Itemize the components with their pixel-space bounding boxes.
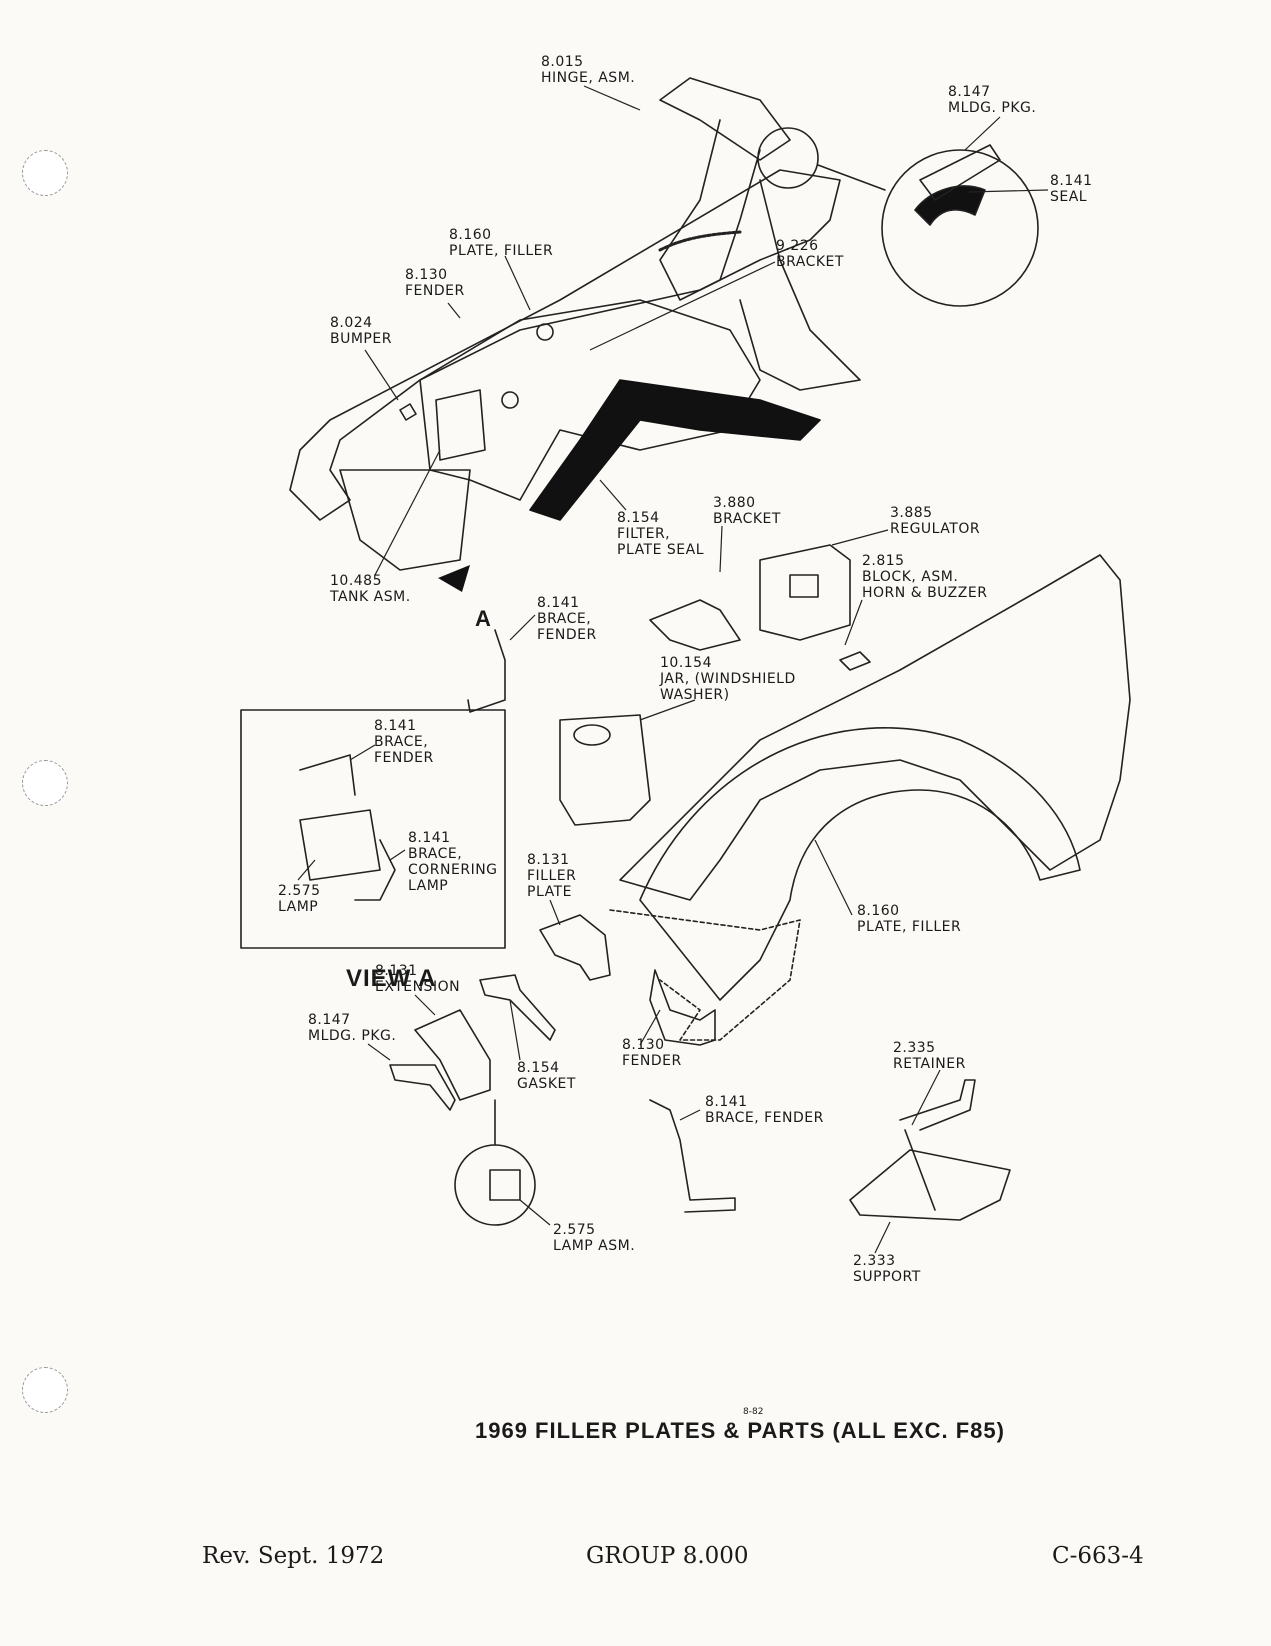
binder-hole-middle — [22, 760, 68, 806]
retainer-part — [899, 1079, 976, 1131]
view-a-lamp — [299, 809, 381, 881]
bracket-mid-part — [649, 599, 741, 651]
filler-plate-small — [539, 914, 611, 981]
page-number: 8-82 — [743, 1407, 764, 1417]
right-fender-wheelhouse — [639, 727, 1081, 1001]
footer-page-code: C-663-4 — [1052, 1543, 1144, 1569]
tank-asm-part — [435, 389, 486, 461]
seal-detail-circle — [881, 149, 1039, 307]
hinge-detail-circle — [757, 127, 819, 189]
hinge-arm — [659, 119, 761, 301]
binder-hole-top — [22, 150, 68, 196]
brace-low-part — [649, 1099, 736, 1213]
fender-low-part — [649, 969, 716, 1046]
washer-jar-part — [559, 714, 651, 826]
view-a-title: VIEW A — [346, 965, 437, 992]
right-fender-part — [619, 554, 1131, 901]
view-a-brace — [299, 754, 356, 796]
mldg-low-part — [389, 1064, 456, 1111]
view-a-box — [240, 709, 506, 949]
footer-revision: Rev. Sept. 1972 — [202, 1543, 385, 1569]
binder-hole-bottom — [22, 1367, 68, 1413]
filler-plate-top — [419, 299, 761, 501]
regulator-part — [759, 544, 851, 641]
lamp-detail-circle — [454, 1144, 536, 1226]
upper-fender-inner — [339, 469, 471, 571]
plate-seal-top — [529, 379, 821, 521]
view-a-arrow-icon — [438, 565, 470, 592]
regulator-window — [789, 574, 819, 598]
inner-panel-top — [739, 179, 861, 391]
mldg-part — [919, 144, 1001, 201]
extension-part — [414, 1009, 491, 1101]
filler-hole — [501, 391, 519, 409]
bumper-part — [399, 403, 417, 421]
hinge-part — [659, 77, 791, 161]
lamp-asm-part — [489, 1169, 521, 1201]
filler-plate-right — [609, 909, 801, 1041]
detail-leader — [817, 164, 886, 191]
footer-group: GROUP 8.000 — [586, 1543, 749, 1569]
view-a-cornering-brace — [354, 839, 396, 901]
filler-hole — [536, 323, 554, 341]
view-a-letter: A — [475, 606, 491, 631]
washer-jar-cap — [573, 724, 611, 746]
horn-block-part — [839, 651, 871, 671]
support-part — [849, 1149, 1011, 1221]
figure-caption: 1969 FILLER PLATES & PARTS (ALL EXC. F85… — [475, 1418, 1005, 1443]
brace-mid-part — [467, 629, 506, 713]
gasket-part — [479, 974, 556, 1041]
hinge-spring — [658, 230, 742, 252]
support-rod — [904, 1129, 936, 1211]
